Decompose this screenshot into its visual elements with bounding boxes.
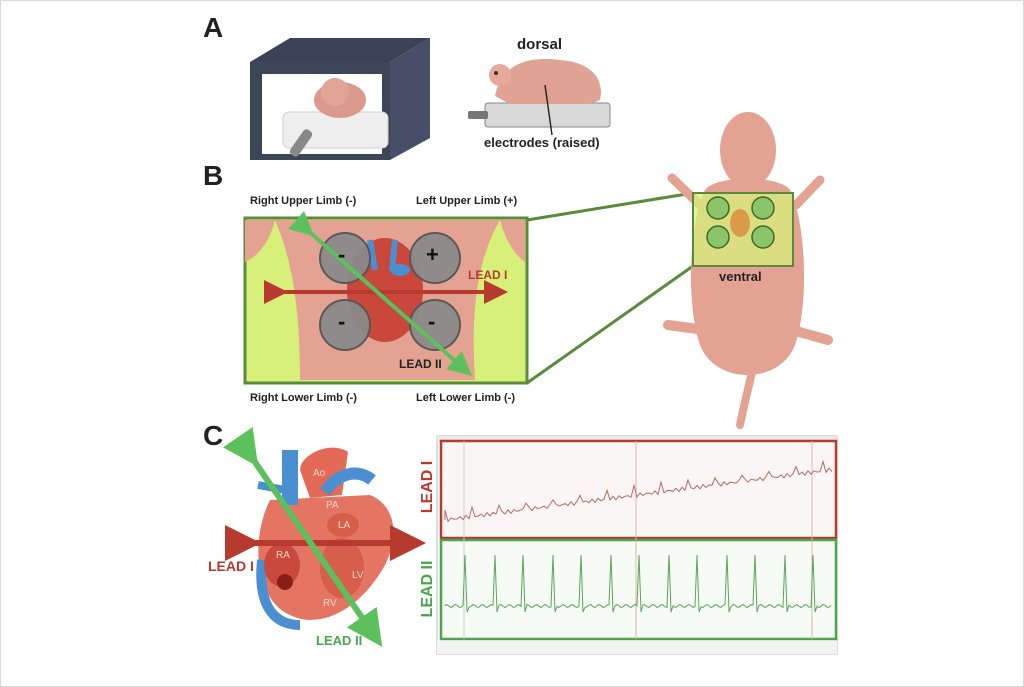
zoom-line-bottom: [526, 264, 694, 385]
lead2-trace: [444, 554, 832, 613]
dorsal-label: dorsal: [517, 36, 563, 53]
electrode-board: [468, 59, 611, 136]
lead1-trace: [444, 459, 833, 523]
trace-label-lead2: LEAD II: [419, 560, 436, 618]
ecg-recording-window: [436, 435, 838, 655]
lead2-label-c: LEAD II: [316, 633, 363, 648]
lead1-label-b: LEAD I: [468, 268, 508, 282]
electrode-sign-rll: -: [338, 309, 346, 334]
electrode-sign-rul: -: [338, 242, 346, 267]
trace-label-lead1: LEAD I: [419, 460, 436, 514]
right-upper-limb-label: Right Upper Limb (-): [250, 195, 357, 207]
panel-label-b: B: [203, 160, 224, 191]
heart-label-ra: RA: [276, 550, 290, 561]
electrodes-label: electrodes (raised): [484, 135, 600, 150]
panel-label-a: A: [203, 12, 224, 43]
heart-label-pa: PA: [326, 500, 339, 511]
panel-label-c: C: [203, 420, 224, 451]
left-upper-limb-label: Left Upper Limb (+): [416, 195, 518, 207]
chest-zoom-box: [243, 211, 529, 385]
heart-label-lv: LV: [352, 570, 364, 581]
lead1-label-c: LEAD I: [208, 558, 254, 574]
left-lower-limb-label: Left Lower Limb (-): [416, 392, 515, 404]
right-lower-limb-label: Right Lower Limb (-): [250, 392, 357, 404]
electrode-sign-lul: +: [426, 242, 439, 267]
ventral-mouse: [663, 112, 833, 429]
heart-label-rv: RV: [323, 598, 337, 609]
zoom-line-top: [526, 191, 694, 222]
heart-diagram: [222, 426, 426, 647]
heart-label-ao: Ao: [313, 468, 326, 479]
lead2-label-b: LEAD II: [399, 357, 442, 371]
heart-label-la: LA: [338, 520, 351, 531]
ventral-label: ventral: [719, 269, 762, 284]
electrode-sign-lll: -: [428, 309, 436, 334]
recording-chamber: [250, 38, 430, 160]
